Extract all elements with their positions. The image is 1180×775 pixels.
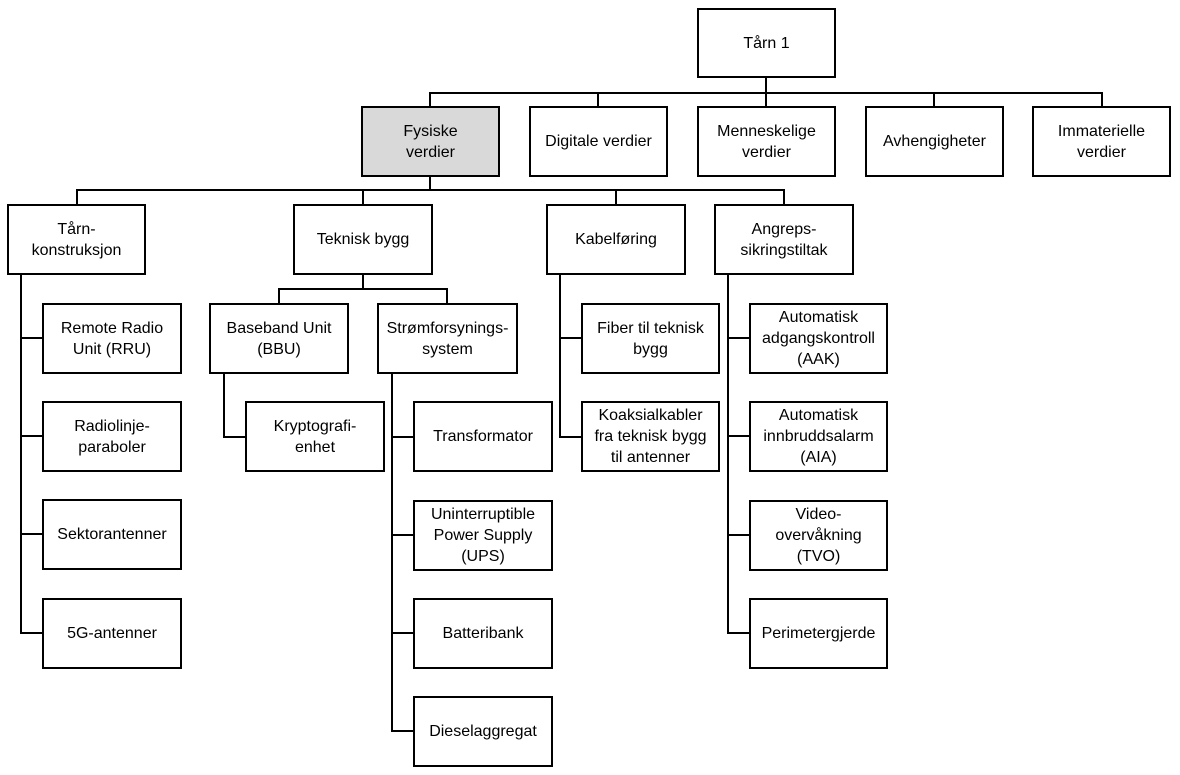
node-ups: Uninterruptible Power Supply (UPS) bbox=[413, 500, 553, 571]
node-taarn-1: Tårn 1 bbox=[697, 8, 836, 78]
node-koaksialkabler: Koaksialkabler fra teknisk bygg til ante… bbox=[581, 401, 720, 472]
node-digitale-verdier: Digitale verdier bbox=[529, 106, 668, 177]
node-5g-antenner: 5G-antenner bbox=[42, 598, 182, 669]
node-automatisk-adgangskontroll: Automatisk adgangskontroll (AAK) bbox=[749, 303, 888, 374]
node-automatisk-innbruddsalarm: Automatisk innbruddsalarm (AIA) bbox=[749, 401, 888, 472]
node-radiolinjeparaboler: Radiolinje- paraboler bbox=[42, 401, 182, 472]
node-transformator: Transformator bbox=[413, 401, 553, 472]
node-fiber-til-teknisk-bygg: Fiber til teknisk bygg bbox=[581, 303, 720, 374]
node-immaterielle-verdier: Immaterielle verdier bbox=[1032, 106, 1171, 177]
node-perimetergjerde: Perimetergjerde bbox=[749, 598, 888, 669]
node-teknisk-bygg: Teknisk bygg bbox=[293, 204, 433, 275]
node-kabelforing: Kabelføring bbox=[546, 204, 686, 275]
node-angrepssikringstiltak: Angreps- sikringstiltak bbox=[714, 204, 854, 275]
node-menneskelige-verdier: Menneskelige verdier bbox=[697, 106, 836, 177]
node-kryptografienhet: Kryptografi- enhet bbox=[245, 401, 385, 472]
node-taarnkonstruksjon: Tårn- konstruksjon bbox=[7, 204, 146, 275]
node-avhengigheter: Avhengigheter bbox=[865, 106, 1004, 177]
node-batteribank: Batteribank bbox=[413, 598, 553, 669]
node-fysiske-verdier: Fysiske verdier bbox=[361, 106, 500, 177]
node-sektorantenner: Sektorantenner bbox=[42, 499, 182, 570]
node-videoovervaakning: Video- overvåkning (TVO) bbox=[749, 500, 888, 571]
node-stromforsyningssystem: Strømforsynings- system bbox=[377, 303, 518, 374]
node-dieselaggregat: Dieselaggregat bbox=[413, 696, 553, 767]
node-remote-radio-unit: Remote Radio Unit (RRU) bbox=[42, 303, 182, 374]
node-baseband-unit: Baseband Unit (BBU) bbox=[209, 303, 349, 374]
